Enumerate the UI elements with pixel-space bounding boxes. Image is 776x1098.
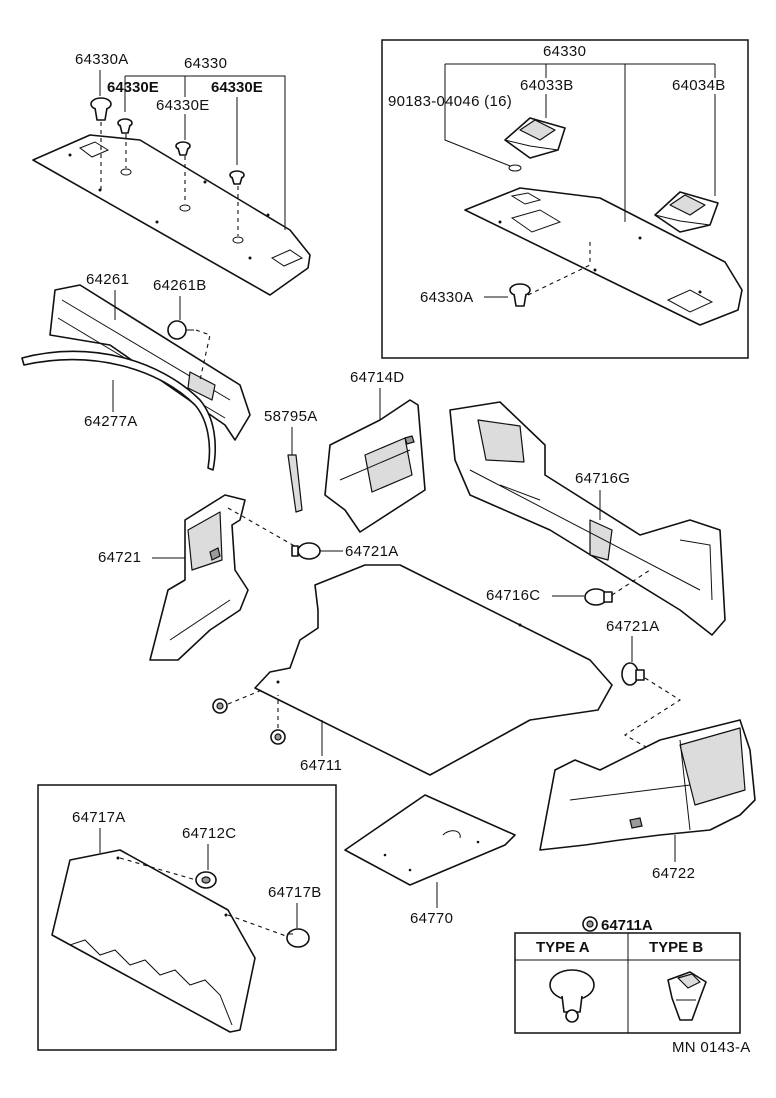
label-64721A-right: 64721A: [606, 618, 660, 635]
quarter-trim-64261: [49, 284, 251, 441]
trim-64721: [149, 494, 249, 661]
trim-64722: [539, 719, 756, 851]
label-64261: 64261: [86, 271, 129, 288]
clip-64330A-inset: [509, 283, 531, 307]
label-64711: 64711: [300, 757, 342, 774]
label-64721A-left: 64721A: [345, 543, 399, 560]
fastener-legend-icon: [582, 916, 598, 932]
clip-64330E-c: [229, 170, 245, 244]
label-90183: 90183-04046 (16): [388, 93, 512, 110]
speaker-64034B: [654, 191, 719, 233]
label-64330A-top: 64330A: [75, 51, 129, 68]
type-a-clip-icon: [549, 969, 595, 1023]
trim-64714D: [324, 399, 426, 533]
clip-64717B: [286, 928, 310, 948]
label-64330A-box: 64330A: [420, 289, 474, 306]
label-64330-box: 64330: [543, 43, 586, 60]
fastener-64711A-b: [270, 729, 286, 745]
strip-58795A: [287, 454, 303, 513]
label-64034B: 64034B: [672, 77, 726, 94]
retainer-64712C: [195, 871, 217, 889]
label-64717B: 64717B: [268, 884, 322, 901]
label-64711A: 64711A: [601, 917, 653, 934]
type-b-header: TYPE B: [649, 939, 703, 956]
label-64722: 64722: [652, 865, 695, 882]
speaker-64033B: [504, 117, 566, 159]
fastener-64711A-a: [212, 698, 228, 714]
label-58795A: 58795A: [264, 408, 318, 425]
label-64712C: 64712C: [182, 825, 236, 842]
trunk-board-64717A: [51, 849, 256, 1033]
inset-frame-bottom-left: [37, 784, 337, 1051]
mat-64770: [344, 794, 516, 886]
clip-64721A-right: [621, 662, 645, 686]
label-64277A: 64277A: [84, 413, 138, 430]
floor-mat-64711: [254, 564, 613, 776]
label-64717A: 64717A: [72, 809, 126, 826]
diagram-code: MN 0143-A: [672, 1039, 751, 1056]
clip-64330A-top: [90, 97, 112, 121]
label-64261B: 64261B: [153, 277, 207, 294]
screw-90183: [508, 164, 522, 172]
label-64770: 64770: [410, 910, 453, 927]
label-64716C: 64716C: [486, 587, 540, 604]
label-64330E-a: 64330E: [107, 79, 159, 96]
label-64330-top: 64330: [184, 55, 227, 72]
clip-64330E-a: [117, 118, 133, 176]
label-64330E-b: 64330E: [156, 97, 210, 114]
clip-64330E-b: [175, 141, 191, 212]
label-64721: 64721: [98, 549, 141, 566]
inset-frame-top-right: [381, 39, 749, 359]
label-64714D: 64714D: [350, 369, 404, 386]
trim-64716G: [449, 401, 726, 636]
type-a-header: TYPE A: [536, 939, 590, 956]
weatherstrip-64277A: [21, 350, 216, 471]
type-b-clip-icon: [667, 971, 707, 1021]
package-tray-inset: [464, 187, 743, 326]
clip-64261B: [167, 320, 194, 340]
label-64033B: 64033B: [520, 77, 574, 94]
label-64716G: 64716G: [575, 470, 630, 487]
package-tray-trim: [32, 134, 311, 296]
clip-64721A-left: [291, 542, 321, 560]
clip-64716C: [584, 588, 613, 606]
label-64330E-c: 64330E: [211, 79, 263, 96]
